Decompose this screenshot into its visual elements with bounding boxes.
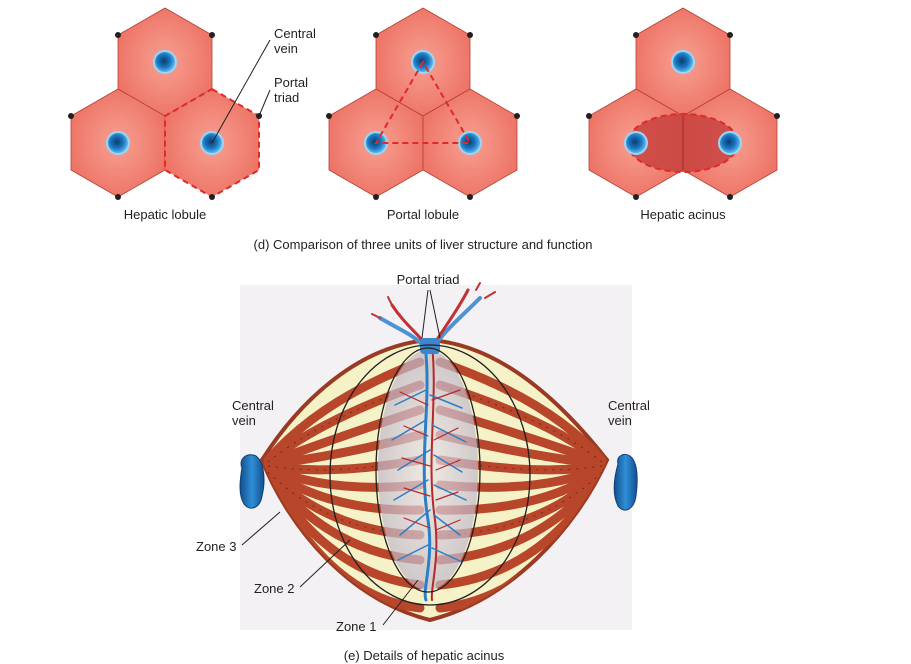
diagram-label-portal-lobule: Portal lobule bbox=[387, 207, 459, 222]
label-central-vein-left-line2: vein bbox=[232, 413, 256, 428]
label-portal-triad: Portal triad bbox=[397, 272, 460, 287]
diagram-portal-lobule: Portal lobule bbox=[326, 7, 520, 222]
callout-central-vein-line1: Central bbox=[274, 26, 316, 41]
callout-central-vein-line2: vein bbox=[274, 41, 298, 56]
central-vein-icon bbox=[106, 131, 130, 155]
label-central-vein-right-line1: Central bbox=[608, 398, 650, 413]
portal-triad-dots bbox=[586, 32, 780, 200]
central-vein-icon bbox=[624, 131, 648, 155]
label-central-vein-right-line2: vein bbox=[608, 413, 632, 428]
leader-line-zone2 bbox=[299, 539, 351, 588]
top-panel: Central vein Portal triad Hepatic lobule… bbox=[68, 7, 780, 252]
central-vessels bbox=[391, 343, 467, 602]
label-zone2: Zone 2 bbox=[254, 581, 294, 596]
diagram-hepatic-lobule: Central vein Portal triad Hepatic lobule bbox=[68, 7, 316, 222]
leader-line-zone1 bbox=[382, 579, 419, 626]
leader-line bbox=[211, 39, 271, 144]
portal-lobule-triangle bbox=[374, 60, 472, 144]
portal-triad-bundle bbox=[420, 338, 440, 354]
leader-line-zone3 bbox=[241, 511, 281, 546]
label-zone1: Zone 1 bbox=[336, 619, 376, 634]
diagram-label-hepatic-acinus: Hepatic acinus bbox=[640, 207, 726, 222]
central-vein-right bbox=[613, 453, 638, 511]
caption-e: (e) Details of hepatic acinus bbox=[344, 648, 505, 663]
leader-line-portal-triad bbox=[421, 289, 429, 339]
leader-line-portal-triad bbox=[429, 289, 441, 339]
callout-portal-triad-line2: triad bbox=[274, 90, 299, 105]
diagram-label-hepatic-lobule: Hepatic lobule bbox=[124, 207, 206, 222]
diagram-hepatic-acinus: Hepatic acinus bbox=[586, 7, 780, 222]
central-vein-icon bbox=[718, 131, 742, 155]
bottom-panel: Portal triad Central vein Central vein Z… bbox=[196, 272, 650, 663]
zone2-outline bbox=[329, 344, 531, 606]
portal-triad-dots bbox=[326, 32, 520, 200]
zone1-outline bbox=[375, 347, 481, 593]
central-vein-icon bbox=[153, 50, 177, 74]
central-vein-icon bbox=[458, 131, 482, 155]
leader-line bbox=[258, 89, 271, 117]
label-central-vein-left-line1: Central bbox=[232, 398, 274, 413]
portal-triad-dots bbox=[68, 32, 262, 200]
caption-d: (d) Comparison of three units of liver s… bbox=[254, 237, 593, 252]
callout-portal-triad-line1: Portal bbox=[274, 75, 308, 90]
central-vein-icon bbox=[671, 50, 695, 74]
central-vein-left bbox=[239, 454, 265, 509]
label-zone3: Zone 3 bbox=[196, 539, 236, 554]
